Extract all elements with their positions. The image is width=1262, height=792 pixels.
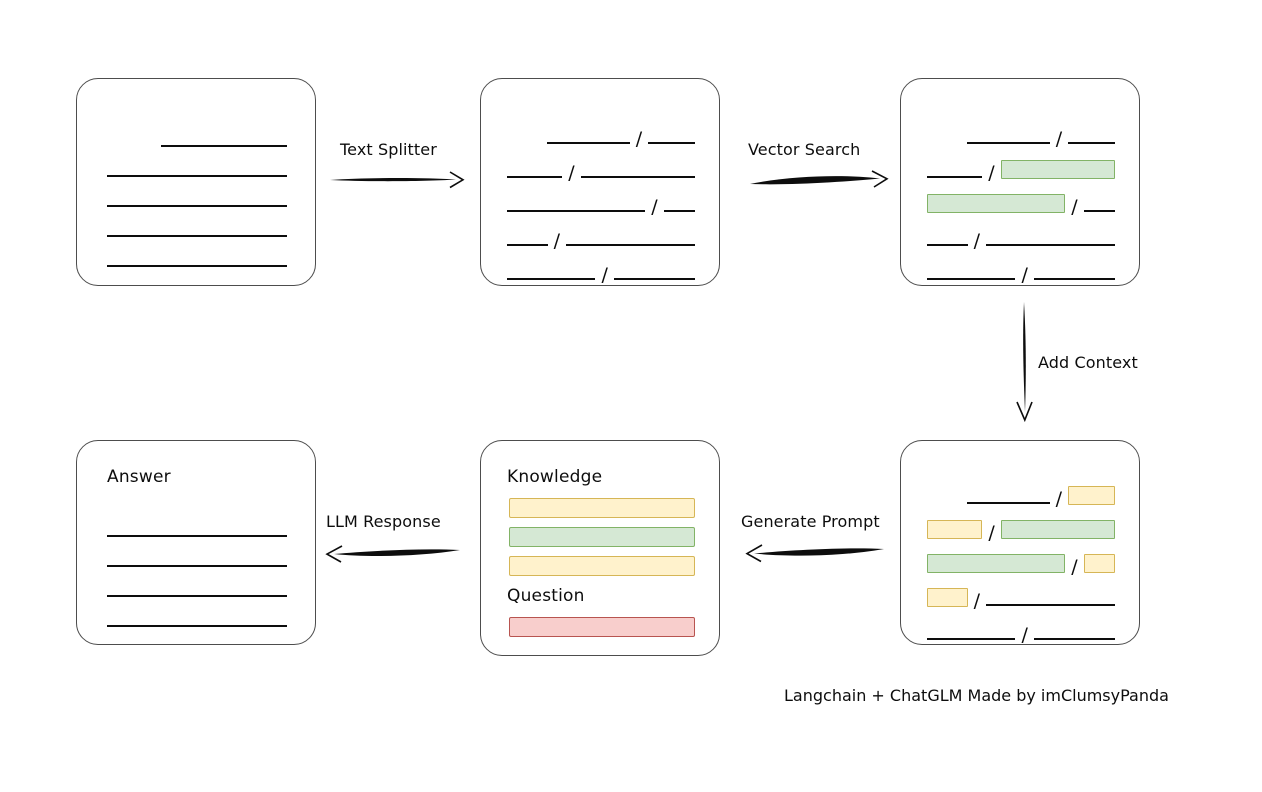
split-row: / bbox=[927, 505, 1115, 544]
separator-slash: / bbox=[1071, 556, 1078, 578]
split-row: / bbox=[927, 111, 1115, 150]
split-row: / bbox=[927, 179, 1115, 218]
document-line bbox=[107, 567, 287, 597]
context-chunk-yellow bbox=[1083, 554, 1115, 573]
answer-box[interactable]: Answer bbox=[76, 440, 316, 645]
separator-slash: / bbox=[1055, 128, 1063, 150]
edge-add-context: Add Context bbox=[1005, 300, 1185, 425]
prompt-box[interactable]: Knowledge Question bbox=[480, 440, 720, 656]
matched-chunk-green bbox=[927, 194, 1066, 213]
separator-slash: / bbox=[973, 230, 980, 252]
split-document-box[interactable]: / / / / / bbox=[480, 78, 720, 286]
split-row: / bbox=[927, 247, 1115, 286]
context-document-rows: / / / / / bbox=[927, 471, 1115, 646]
separator-slash: / bbox=[601, 264, 608, 286]
document-line bbox=[107, 237, 287, 267]
separator-slash: / bbox=[973, 590, 980, 612]
knowledge-bar-yellow bbox=[509, 556, 695, 576]
split-row: / bbox=[507, 213, 695, 252]
question-bar-red bbox=[509, 617, 695, 637]
document-line bbox=[107, 207, 287, 237]
arrow-right-icon bbox=[750, 170, 889, 188]
arrow-right-icon bbox=[330, 171, 465, 189]
separator-slash: / bbox=[988, 162, 995, 184]
edge-label-generate-prompt: Generate Prompt bbox=[741, 512, 880, 531]
matched-chunk-green bbox=[927, 554, 1066, 573]
knowledge-bar-green bbox=[509, 527, 695, 547]
edge-label-llm-response: LLM Response bbox=[326, 512, 441, 531]
edge-vector-search: Vector Search bbox=[748, 140, 889, 188]
separator-slash: / bbox=[988, 522, 995, 544]
separator-slash: / bbox=[1021, 264, 1028, 286]
separator-slash: / bbox=[635, 128, 643, 150]
document-line bbox=[107, 507, 287, 537]
document-line bbox=[107, 117, 287, 147]
edge-generate-prompt: Generate Prompt bbox=[738, 512, 886, 563]
separator-slash: / bbox=[568, 162, 575, 184]
arrow-left-icon bbox=[325, 545, 460, 563]
separator-slash: / bbox=[651, 196, 658, 218]
knowledge-bar-yellow bbox=[509, 498, 695, 518]
arrow-left-icon bbox=[745, 544, 884, 563]
answer-label: Answer bbox=[107, 467, 171, 487]
answer-lines bbox=[107, 507, 287, 627]
document-line bbox=[107, 597, 287, 627]
document-line bbox=[107, 147, 287, 177]
split-row: / bbox=[927, 145, 1115, 184]
question-label: Question bbox=[507, 586, 585, 606]
context-document-box[interactable]: / / / / / bbox=[900, 440, 1140, 645]
matched-chunk-green bbox=[1000, 520, 1115, 539]
knowledge-label: Knowledge bbox=[507, 467, 603, 487]
edge-llm-response: LLM Response bbox=[320, 512, 462, 563]
separator-slash: / bbox=[1021, 624, 1028, 646]
split-document-rows: / / / / / bbox=[507, 111, 695, 286]
context-chunk-yellow bbox=[927, 588, 968, 607]
separator-slash: / bbox=[1055, 488, 1063, 510]
split-row: / bbox=[507, 179, 695, 218]
arrow-down-icon bbox=[1016, 302, 1033, 423]
matched-document-box[interactable]: / / / / / bbox=[900, 78, 1140, 286]
source-document-lines bbox=[107, 117, 287, 267]
edge-text-splitter: Text Splitter bbox=[328, 140, 465, 189]
split-row: / bbox=[507, 247, 695, 286]
separator-slash: / bbox=[553, 230, 560, 252]
source-document-box[interactable] bbox=[76, 78, 316, 286]
split-row: / bbox=[927, 607, 1115, 646]
split-row: / bbox=[927, 573, 1115, 612]
matched-chunk-green bbox=[1000, 160, 1115, 179]
document-line bbox=[107, 177, 287, 207]
diagram-caption: Langchain + ChatGLM Made by imClumsyPand… bbox=[784, 686, 1169, 705]
document-line bbox=[107, 537, 287, 567]
edge-label-vector-search: Vector Search bbox=[748, 140, 861, 159]
edge-label-text-splitter: Text Splitter bbox=[340, 140, 437, 159]
split-row: / bbox=[927, 471, 1115, 510]
context-chunk-yellow bbox=[1068, 486, 1115, 505]
context-chunk-yellow bbox=[927, 520, 983, 539]
edge-label-add-context: Add Context bbox=[1038, 353, 1138, 372]
split-row: / bbox=[507, 111, 695, 150]
split-row: / bbox=[507, 145, 695, 184]
matched-document-rows: / / / / / bbox=[927, 111, 1115, 286]
separator-slash: / bbox=[1071, 196, 1078, 218]
split-row: / bbox=[927, 539, 1115, 578]
split-row: / bbox=[927, 213, 1115, 252]
